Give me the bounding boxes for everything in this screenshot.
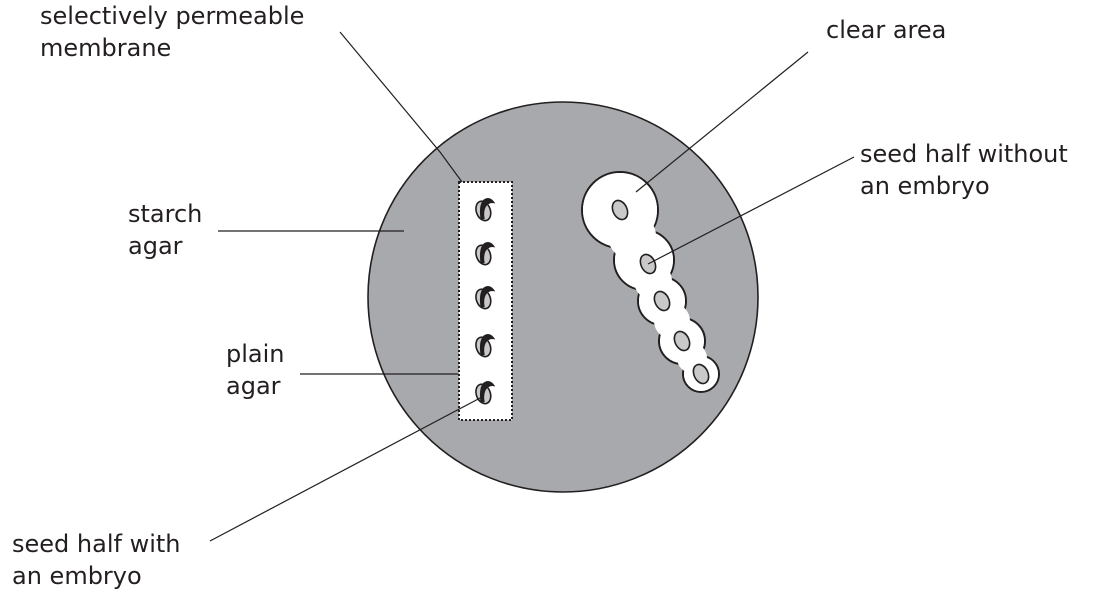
clear-area-label: clear area	[826, 14, 946, 46]
plain-agar-label: plain agar	[226, 338, 285, 402]
clear-area-leader-line	[636, 52, 808, 192]
seed-without-embryo-label: seed half without an embryo	[860, 138, 1068, 202]
seed-with-embryo-label: seed half with an embryo	[12, 528, 180, 592]
seed-with-embryo-leader-line	[210, 397, 482, 541]
starch-agar-dish	[368, 102, 758, 492]
membrane-label: selectively permeable membrane	[40, 0, 304, 64]
starch-agar-label: starch agar	[128, 198, 202, 262]
